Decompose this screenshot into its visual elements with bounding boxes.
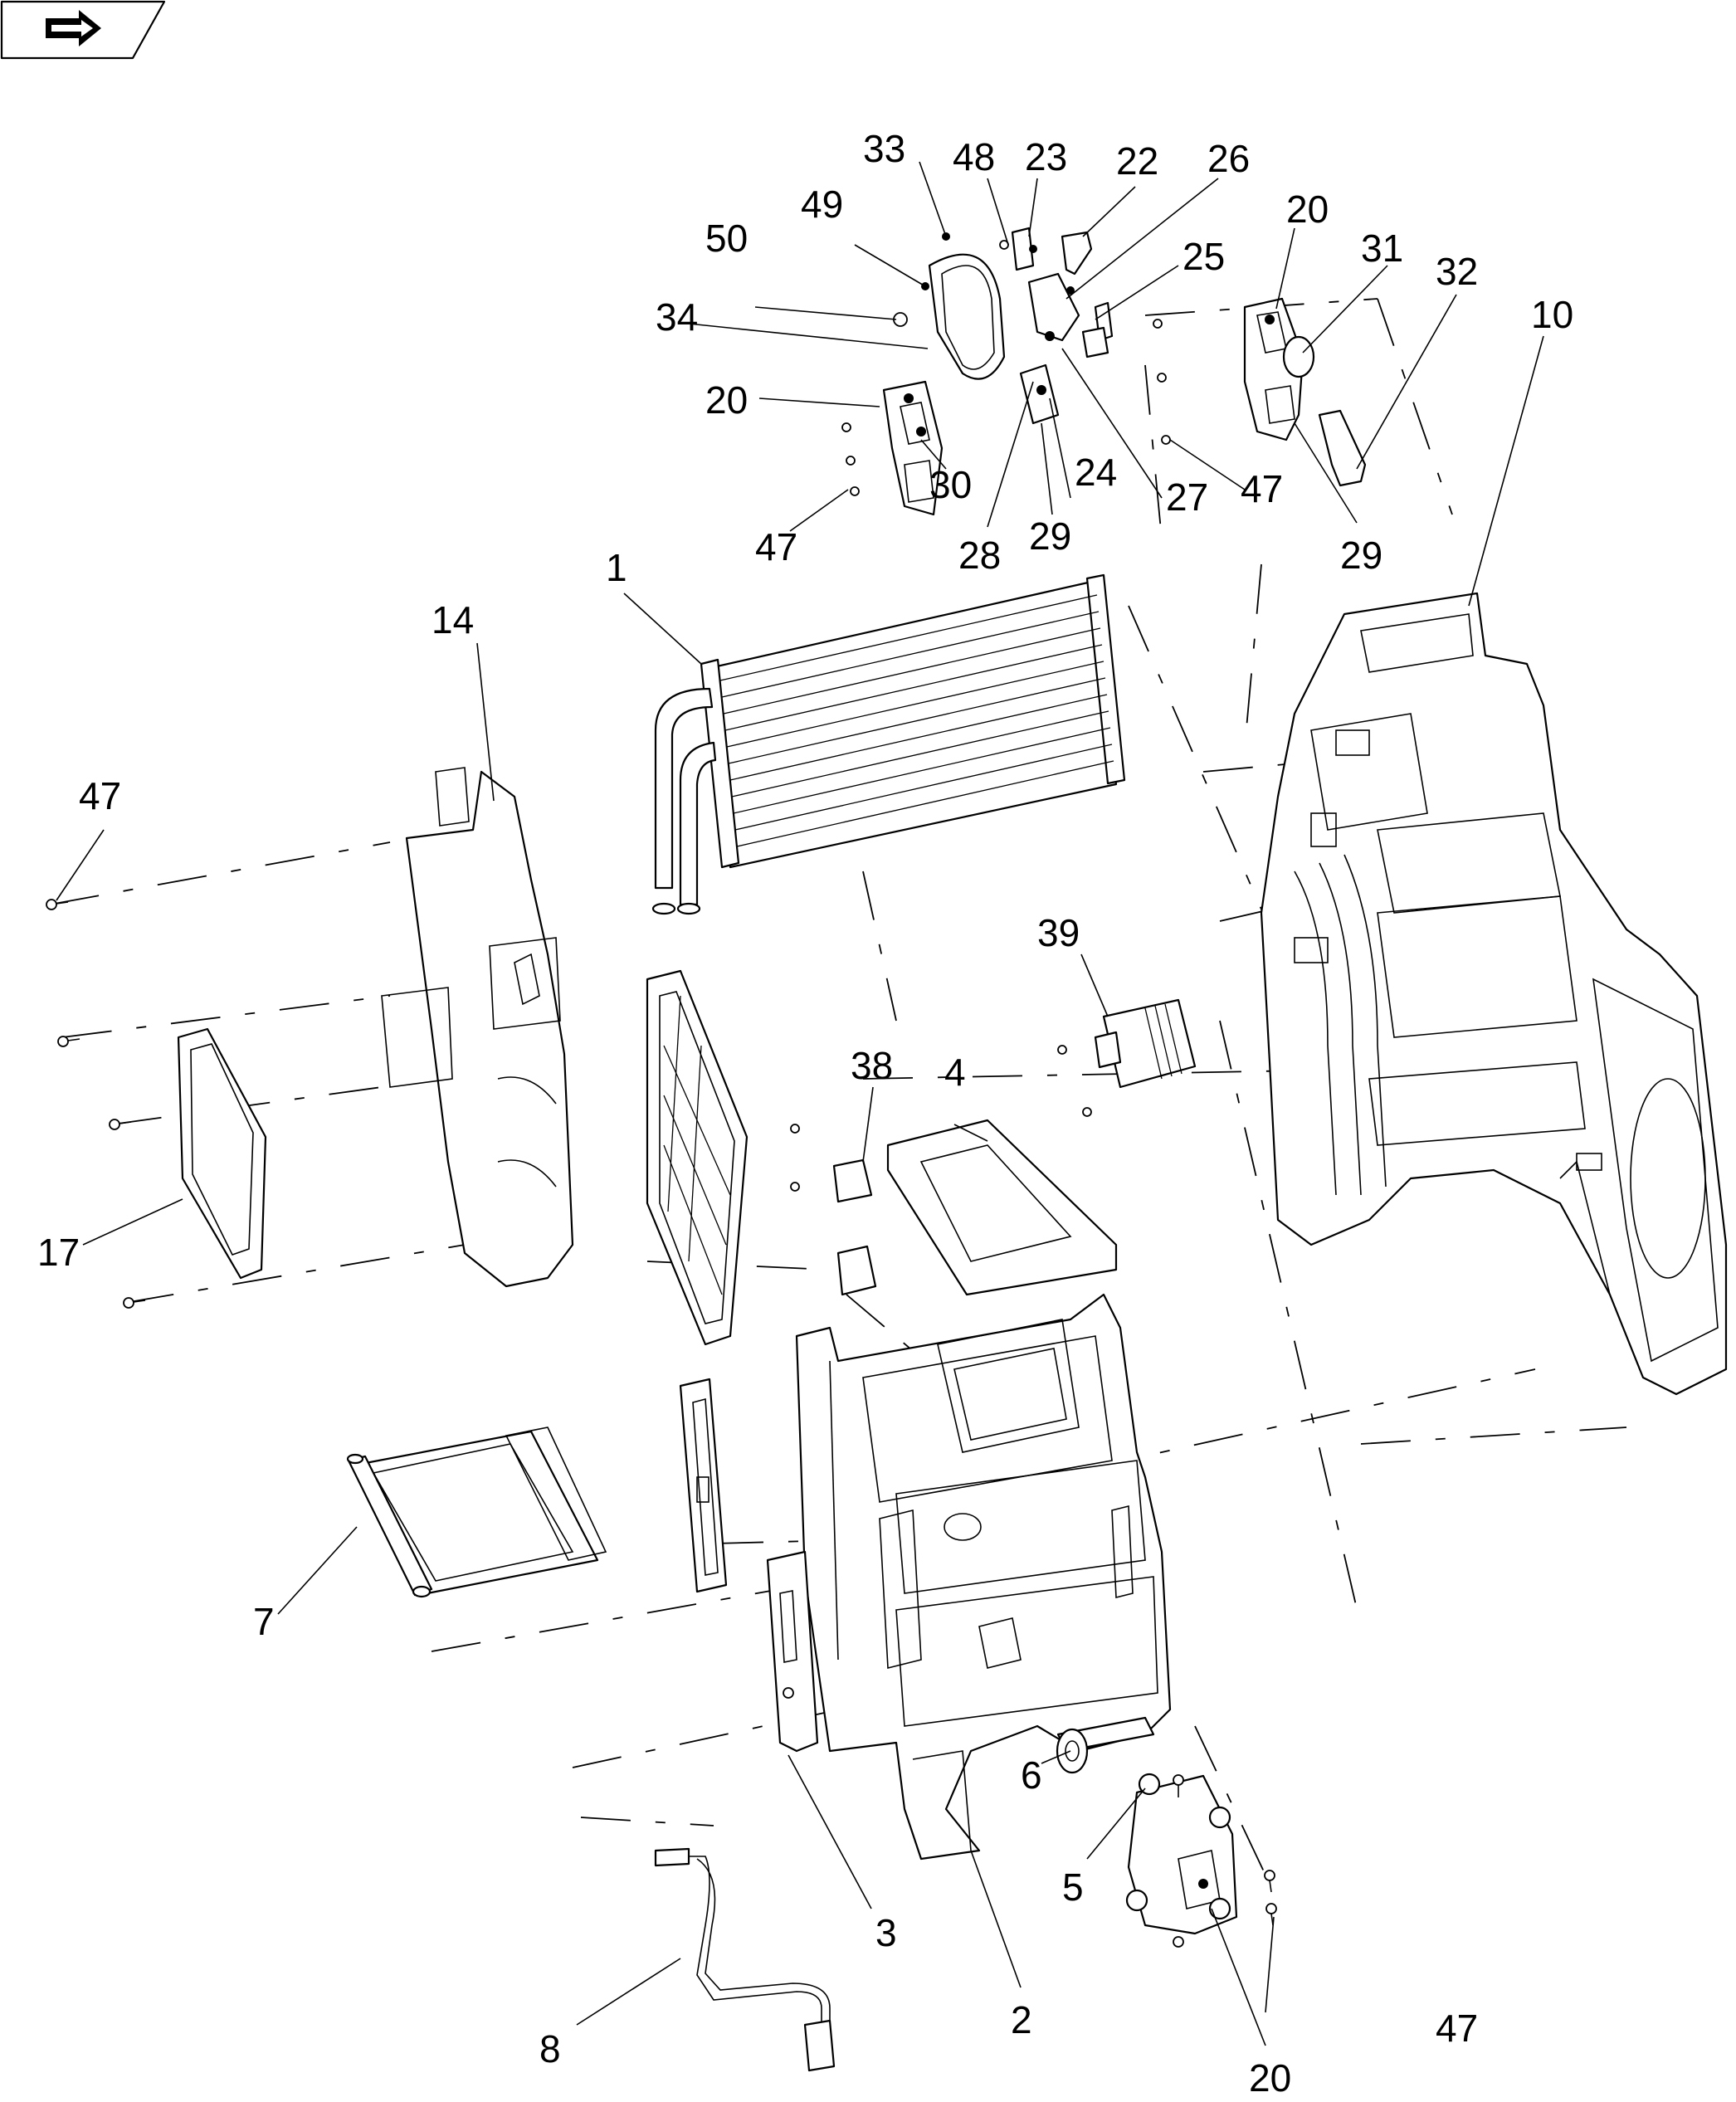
callout-2: 2 bbox=[1011, 1998, 1032, 2041]
screw-icon bbox=[123, 1297, 146, 1309]
damper-levers bbox=[999, 227, 1114, 425]
callout-24: 24 bbox=[1075, 451, 1117, 494]
callout-23: 23 bbox=[1025, 135, 1067, 178]
callout-47: 47 bbox=[79, 774, 121, 817]
callout-32: 32 bbox=[1436, 250, 1478, 293]
leader-lines bbox=[56, 161, 1544, 2046]
screw-icon bbox=[57, 1036, 80, 1047]
bottom-actuator bbox=[1125, 1773, 1238, 1948]
filter-mesh-lines bbox=[663, 995, 731, 1295]
right-actuator bbox=[1153, 297, 1367, 487]
callout-49: 49 bbox=[801, 183, 843, 226]
screws bbox=[46, 899, 1277, 1926]
callout-29: 29 bbox=[1340, 534, 1382, 577]
damper-plate bbox=[893, 232, 1006, 380]
damper-motor-link bbox=[1056, 1716, 1155, 1774]
callout-47: 47 bbox=[755, 525, 797, 568]
callout-6: 6 bbox=[1021, 1753, 1042, 1797]
next-page-tab[interactable] bbox=[0, 0, 166, 60]
screw-icon bbox=[1265, 1903, 1277, 1926]
callout-47: 47 bbox=[1436, 2007, 1478, 2050]
callout-17: 17 bbox=[37, 1231, 80, 1274]
callout-50: 50 bbox=[705, 217, 748, 260]
blower-housing bbox=[795, 1293, 1172, 1861]
callout-20: 20 bbox=[1249, 2056, 1291, 2100]
callout-28: 28 bbox=[958, 534, 1001, 577]
callout-8: 8 bbox=[539, 2027, 561, 2070]
callout-48: 48 bbox=[953, 135, 995, 178]
callout-labels: 1 2 3 4 5 6 7 8 10 14 17 20 20 20 22 23 … bbox=[37, 127, 1573, 2100]
screw-icon bbox=[1173, 1774, 1184, 1797]
side-plate bbox=[766, 1550, 819, 1753]
callout-3: 3 bbox=[875, 1911, 897, 1954]
callout-10: 10 bbox=[1531, 293, 1573, 336]
callout-34: 34 bbox=[656, 295, 698, 339]
callout-33: 33 bbox=[863, 127, 905, 170]
heater-core bbox=[651, 573, 1126, 915]
side-duct-panel bbox=[381, 767, 574, 1288]
callout-20: 20 bbox=[705, 378, 748, 422]
callout-47: 47 bbox=[1241, 467, 1283, 510]
screw-icon bbox=[109, 1119, 132, 1130]
blower-gasket bbox=[886, 1119, 1118, 1296]
screw-icon bbox=[1264, 1870, 1275, 1893]
callout-29: 29 bbox=[1029, 515, 1071, 558]
heater-core-fins bbox=[719, 594, 1114, 847]
next-page-arrow-icon bbox=[46, 10, 101, 46]
left-actuator bbox=[841, 380, 944, 516]
temperature-sensor-harness bbox=[654, 1847, 836, 2072]
callout-4: 4 bbox=[944, 1051, 966, 1094]
filter-frame bbox=[177, 1027, 267, 1280]
callout-31: 31 bbox=[1361, 227, 1403, 270]
callout-26: 26 bbox=[1207, 137, 1250, 180]
door-link-strip bbox=[679, 1378, 728, 1593]
screw-icon bbox=[46, 899, 69, 910]
callout-39: 39 bbox=[1037, 911, 1080, 954]
callout-22: 22 bbox=[1116, 139, 1158, 183]
callout-7: 7 bbox=[253, 1600, 275, 1643]
recirculation-filter bbox=[646, 969, 749, 1346]
callout-25: 25 bbox=[1183, 235, 1225, 278]
callout-38: 38 bbox=[851, 1044, 893, 1087]
relay bbox=[790, 1124, 877, 1296]
blower-resistor bbox=[1057, 998, 1197, 1117]
callout-5: 5 bbox=[1062, 1865, 1084, 1909]
callout-1: 1 bbox=[606, 546, 627, 589]
recirculation-door bbox=[346, 1427, 607, 1598]
callout-20: 20 bbox=[1286, 188, 1329, 231]
callout-30: 30 bbox=[929, 463, 972, 506]
callout-27: 27 bbox=[1166, 476, 1208, 519]
callout-14: 14 bbox=[432, 598, 474, 641]
hvac-housing bbox=[1260, 592, 1728, 1396]
